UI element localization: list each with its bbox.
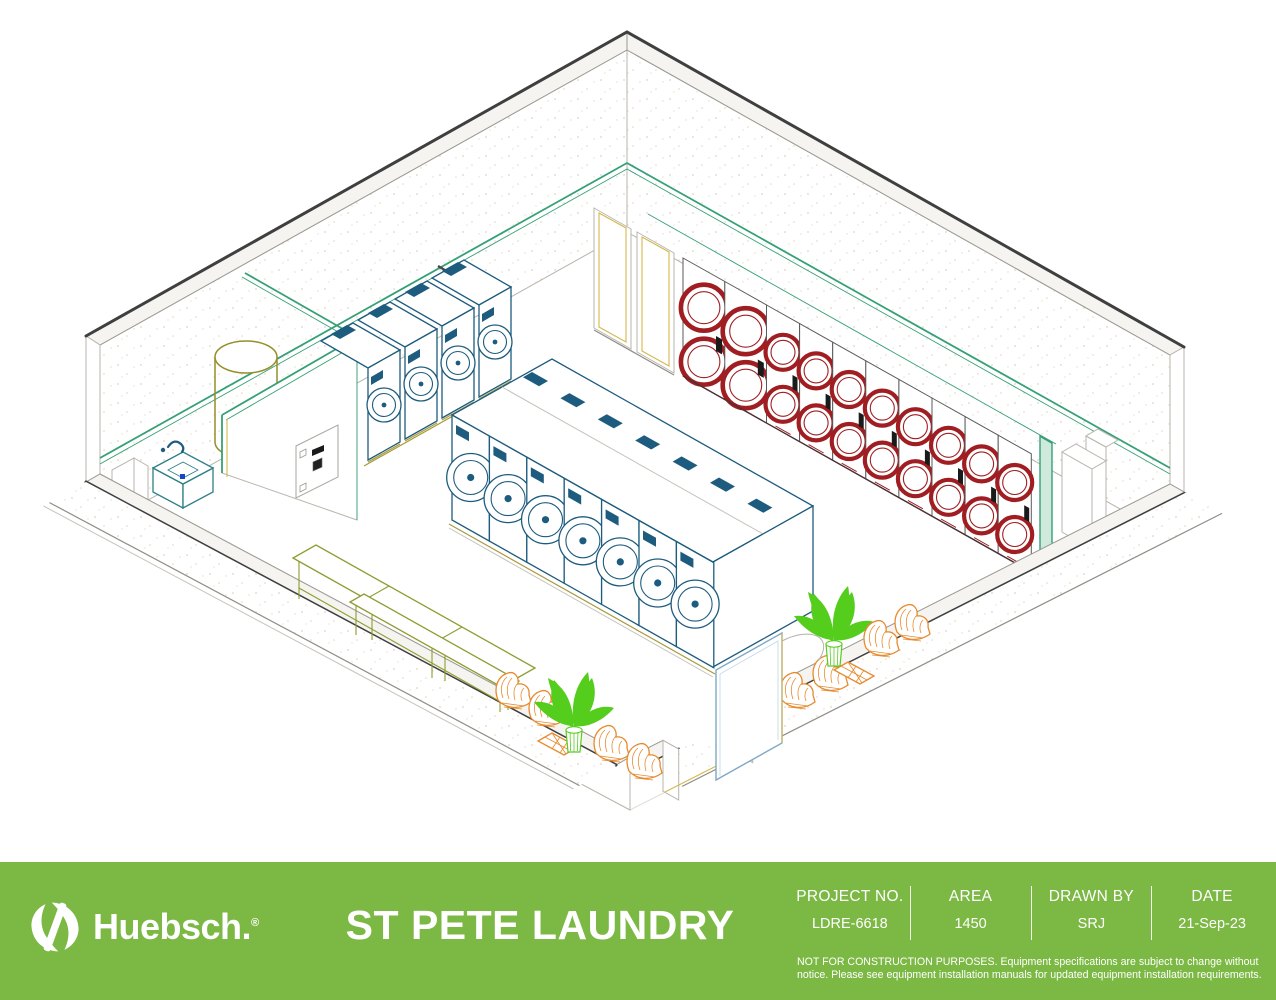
folding-tables bbox=[291, 544, 537, 712]
faucet bbox=[166, 440, 185, 454]
project-no-value: LDRE-6618 bbox=[811, 916, 888, 932]
area-label: AREA bbox=[948, 888, 993, 905]
brand: Huebsch.® bbox=[26, 898, 259, 956]
door-swing-arc bbox=[781, 633, 825, 662]
stacked-dryer-unit bbox=[799, 324, 834, 461]
wall-card-panel bbox=[295, 424, 339, 499]
bench bbox=[348, 593, 521, 690]
dryer-end-partition bbox=[1039, 434, 1053, 564]
brand-wordmark: Huebsch.® bbox=[93, 906, 259, 947]
front-walls-sidewalk bbox=[43, 473, 1223, 811]
wall-top-edge bbox=[84, 30, 1186, 349]
washer-island bbox=[446, 358, 815, 678]
title-bar: Huebsch.® ST PETE LAUNDRY PROJECT NO. LD… bbox=[0, 862, 1276, 1000]
stacked-dryer-unit bbox=[931, 398, 966, 535]
drain bbox=[180, 474, 185, 479]
date-value: 21-Sep-23 bbox=[1178, 916, 1246, 932]
door-jamb bbox=[662, 739, 680, 801]
drawn-by-cell: DRAWN BY SRJ bbox=[1030, 886, 1152, 940]
disclaimer-text: NOT FOR CONSTRUCTION PURPOSES. Equipment… bbox=[797, 956, 1262, 981]
stacked-dryer-unit bbox=[964, 417, 999, 554]
project-info-table: PROJECT NO. LDRE-6618 AREA 1450 DRAWN BY… bbox=[790, 886, 1272, 940]
huebsch-logo-icon bbox=[31, 902, 79, 952]
project-no-label: PROJECT NO. bbox=[796, 888, 904, 905]
double-door-back-wall bbox=[593, 207, 675, 376]
project-no-cell: PROJECT NO. LDRE-6618 bbox=[790, 886, 910, 940]
date-cell: DATE 21-Sep-23 bbox=[1151, 886, 1272, 940]
dryer-row-back-wall bbox=[647, 213, 1057, 572]
registered-mark: ® bbox=[251, 917, 259, 929]
stacked-dryer-unit bbox=[766, 305, 801, 442]
stacked-dryer-unit bbox=[898, 379, 933, 516]
area-value: 1450 bbox=[954, 916, 987, 932]
utility-room-partition bbox=[214, 272, 358, 521]
stacked-dryer-unit bbox=[997, 435, 1032, 572]
isometric-laundry-drawing bbox=[43, 30, 1223, 811]
stacked-dryer-unit bbox=[832, 342, 867, 479]
entry-door bbox=[715, 631, 825, 782]
mop-sink bbox=[151, 440, 215, 510]
drawn-by-value: SRJ bbox=[1077, 916, 1106, 932]
area-cell: AREA 1450 bbox=[909, 886, 1031, 940]
page-title: ST PETE LAUNDRY bbox=[345, 902, 735, 948]
island-top-vents bbox=[523, 372, 773, 513]
drawn-by-label: DRAWN BY bbox=[1048, 888, 1135, 905]
date-label: DATE bbox=[1191, 888, 1233, 905]
stacked-dryer-unit bbox=[865, 361, 900, 498]
